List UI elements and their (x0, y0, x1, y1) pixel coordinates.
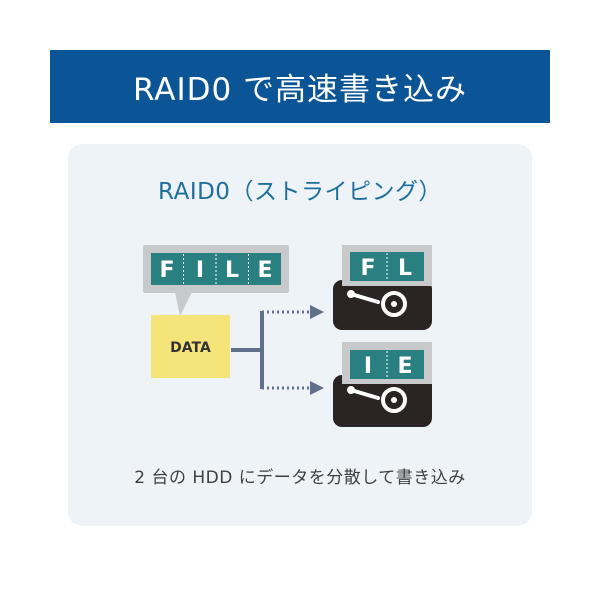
split-connector (231, 305, 324, 395)
file-letter: L (225, 258, 239, 283)
data-box (151, 315, 230, 378)
hdd-bottom: I E (333, 342, 432, 427)
file-label-pointer (175, 292, 192, 316)
hdd-platter (381, 291, 407, 317)
arrow-head-top (310, 305, 324, 319)
hdd-bottom-letter: E (397, 354, 412, 379)
hdd-arm (349, 388, 380, 400)
arrow-head-bottom (310, 381, 324, 395)
page-title: RAID0 で高速書き込み (132, 72, 468, 108)
file-letter: I (196, 258, 204, 283)
diagram-caption: 2 台の HDD にデータを分散して書き込み (134, 468, 466, 488)
diagram-subtitle: RAID0（ストライピング） (158, 179, 442, 205)
hdd-spindle (391, 397, 397, 403)
file-letter: F (159, 258, 174, 283)
hdd-bottom-letter: I (364, 354, 372, 379)
hdd-top: F L (333, 245, 432, 330)
title-banner: RAID0 で高速書き込み (50, 50, 550, 123)
diagram-panel (68, 144, 532, 526)
file-label: F I L E (143, 245, 289, 316)
data-label: DATA (170, 340, 211, 356)
hdd-arm (349, 292, 380, 304)
file-letter: E (257, 258, 272, 283)
hdd-top-letter: F (360, 256, 375, 281)
hdd-platter (381, 387, 407, 413)
hdd-top-letter: L (398, 256, 412, 281)
hdd-spindle (391, 301, 397, 307)
